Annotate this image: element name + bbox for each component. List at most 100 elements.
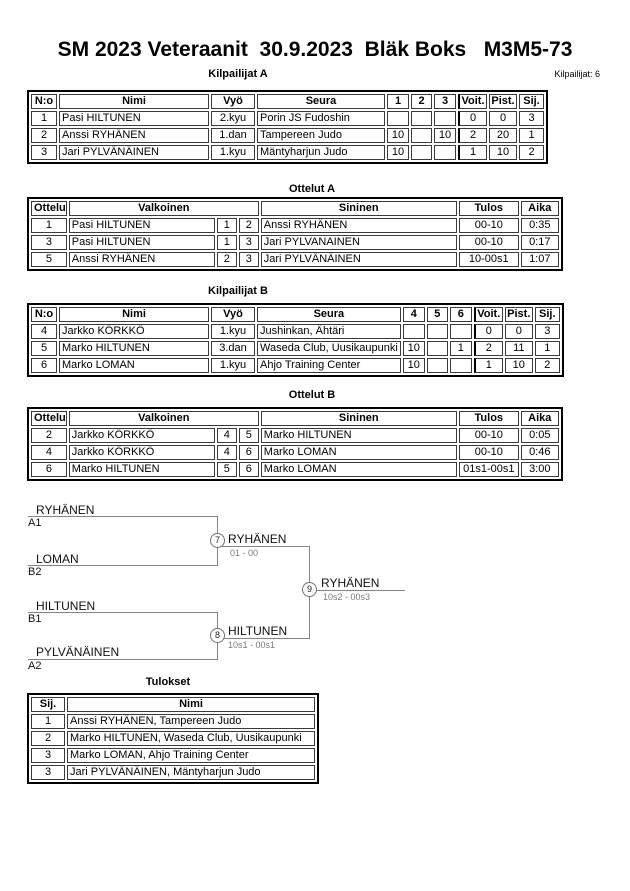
- cell-blue-no: 2: [238, 218, 259, 233]
- cell-white-no: 2: [216, 252, 237, 267]
- pool-b-table: N:o Nimi Vyö Seura 4 5 6 Voit. Pist. Sij…: [27, 303, 564, 377]
- cell-r2: [411, 128, 432, 143]
- cell-club: Jushinkan, Ähtäri: [257, 324, 401, 339]
- cell-time: 0:17: [520, 235, 559, 250]
- cell-r1: [402, 324, 425, 339]
- page-title: SM 2023 Veteraanit 30.9.2023 Bläk Boks M…: [57, 38, 573, 61]
- cell-club: Waseda Club, Uusikaupunki: [257, 341, 401, 356]
- cell-white-name: Marko HILTUNEN: [68, 462, 215, 477]
- cell-place: 2: [31, 731, 65, 746]
- pool-a-table: N:o Nimi Vyö Seura 1 2 3 Voit. Pist. Sij…: [27, 90, 548, 164]
- cell-name: Anssi RYHÄNEN: [59, 128, 209, 143]
- bracket-line: [28, 516, 218, 517]
- cell-time: 0:46: [520, 445, 559, 460]
- bracket-entrant-name: LOMAN: [36, 552, 79, 566]
- cell-result: 10-00s1: [458, 252, 519, 267]
- cell-result: 00-10: [458, 218, 519, 233]
- cell-wins: 0: [458, 111, 487, 126]
- cell-blue-no: 6: [238, 462, 259, 477]
- cell-r3: [434, 111, 456, 126]
- cell-white-name: Anssi RYHÄNEN: [68, 252, 215, 267]
- cell-wins: 2: [473, 341, 503, 356]
- cell-points: 11: [504, 341, 533, 356]
- cell-wins: 1: [473, 358, 503, 373]
- bracket-winner-name: HILTUNEN: [228, 624, 288, 638]
- header-place: Sij.: [519, 94, 544, 109]
- header-club: Seura: [257, 94, 385, 109]
- table-header-row: Ottelu Valkoinen Sininen Tulos Aika: [31, 411, 559, 426]
- cell-club: Mäntyharjun Judo: [257, 145, 385, 160]
- cell-white-name: Pasi HILTUNEN: [68, 235, 215, 250]
- cell-match-no: 5: [31, 252, 67, 267]
- table-row: 2 Anssi RYHÄNEN 1.dan Tampereen Judo 10 …: [31, 128, 544, 143]
- cell-place: 2: [519, 145, 544, 160]
- bracket-line: [28, 612, 218, 613]
- cell-name: Marko HILTUNEN: [59, 341, 209, 356]
- table-header-row: Sij. Nimi: [31, 697, 315, 712]
- bracket-seed-label: B2: [28, 566, 42, 578]
- cell-time: 3:00: [520, 462, 559, 477]
- header-name: Nimi: [59, 94, 209, 109]
- cell-white-no: 1: [216, 218, 237, 233]
- cell-r3: 10: [434, 128, 456, 143]
- cell-white-name: Jarkko KÖRKKÖ: [68, 445, 215, 460]
- cell-blue-name: Jari PYLVÄNÄINEN: [260, 252, 457, 267]
- cell-time: 0:05: [520, 428, 559, 443]
- table-row: 2 Jarkko KÖRKKÖ 4 5 Marko HILTUNEN 00-10…: [31, 428, 559, 443]
- header-blue: Sininen: [260, 201, 457, 216]
- cell-points: 20: [489, 128, 517, 143]
- header-no: N:o: [31, 307, 57, 322]
- table-row: 3 Jari PYLVÄNÄINEN 1.kyu Mäntyharjun Jud…: [31, 145, 544, 160]
- cell-no: 4: [31, 324, 57, 339]
- cell-club: Porin JS Fudoshin: [257, 111, 385, 126]
- cell-r1: 10: [402, 341, 425, 356]
- header-match-no: Ottelu: [31, 201, 67, 216]
- header-place: Sij.: [31, 697, 65, 712]
- table-row: 3 Jari PYLVÄNÄINEN, Mäntyharjun Judo: [31, 765, 315, 780]
- cell-r3: [449, 358, 472, 373]
- cell-r2: [411, 145, 432, 160]
- section-heading-results: Tulokset: [145, 676, 191, 688]
- header-blue: Sininen: [260, 411, 457, 426]
- bracket-match-number: 7: [210, 533, 225, 548]
- cell-result: 00-10: [458, 445, 519, 460]
- cell-club: Tampereen Judo: [257, 128, 385, 143]
- bracket-match-score: 01 - 00: [230, 548, 259, 558]
- section-heading-matches-b: Ottelut B: [288, 389, 336, 401]
- bracket-seed-label: B1: [28, 613, 42, 625]
- cell-wins: 1: [458, 145, 487, 160]
- cell-name: Jari PYLVÄNÄINEN, Mäntyharjun Judo: [67, 765, 315, 780]
- cell-blue-name: Jari PYLVANAINEN: [260, 235, 457, 250]
- table-row: 4 Jarkko KÖRKKÖ 4 6 Marko LOMAN 00-10 0:…: [31, 445, 559, 460]
- cell-belt: 3.dan: [211, 341, 255, 356]
- cell-r2: [426, 324, 448, 339]
- cell-points: 10: [504, 358, 533, 373]
- cell-r1: 10: [387, 128, 409, 143]
- table-row: 6 Marko LOMAN 1.kyu Ahjo Training Center…: [31, 358, 560, 373]
- cell-time: 0:35: [520, 218, 559, 233]
- cell-white-no: 5: [216, 462, 237, 477]
- cell-place: 3: [31, 765, 65, 780]
- section-heading-pool-a: Kilpailijat A: [208, 68, 268, 80]
- section-heading-pool-b: Kilpailijat B: [208, 285, 268, 297]
- cell-time: 1:07: [520, 252, 559, 267]
- header-opp4: 4: [402, 307, 425, 322]
- cell-r1: 10: [387, 145, 409, 160]
- cell-no: 6: [31, 358, 57, 373]
- cell-match-no: 2: [31, 428, 67, 443]
- cell-blue-name: Marko HILTUNEN: [260, 428, 457, 443]
- table-header-row: N:o Nimi Vyö Seura 4 5 6 Voit. Pist. Sij…: [31, 307, 560, 322]
- cell-wins: 0: [473, 324, 503, 339]
- matches-b-table: Ottelu Valkoinen Sininen Tulos Aika 2 Ja…: [27, 407, 563, 481]
- cell-white-name: Pasi HILTUNEN: [68, 218, 215, 233]
- header-opp3: 3: [434, 94, 456, 109]
- cell-place: 3: [534, 324, 560, 339]
- cell-match-no: 4: [31, 445, 67, 460]
- cell-points: 0: [489, 111, 517, 126]
- cell-place: 3: [519, 111, 544, 126]
- header-result: Tulos: [458, 411, 519, 426]
- header-time: Aika: [520, 411, 559, 426]
- cell-r3: [449, 324, 472, 339]
- cell-blue-name: Marko LOMAN: [260, 462, 457, 477]
- header-no: N:o: [31, 94, 57, 109]
